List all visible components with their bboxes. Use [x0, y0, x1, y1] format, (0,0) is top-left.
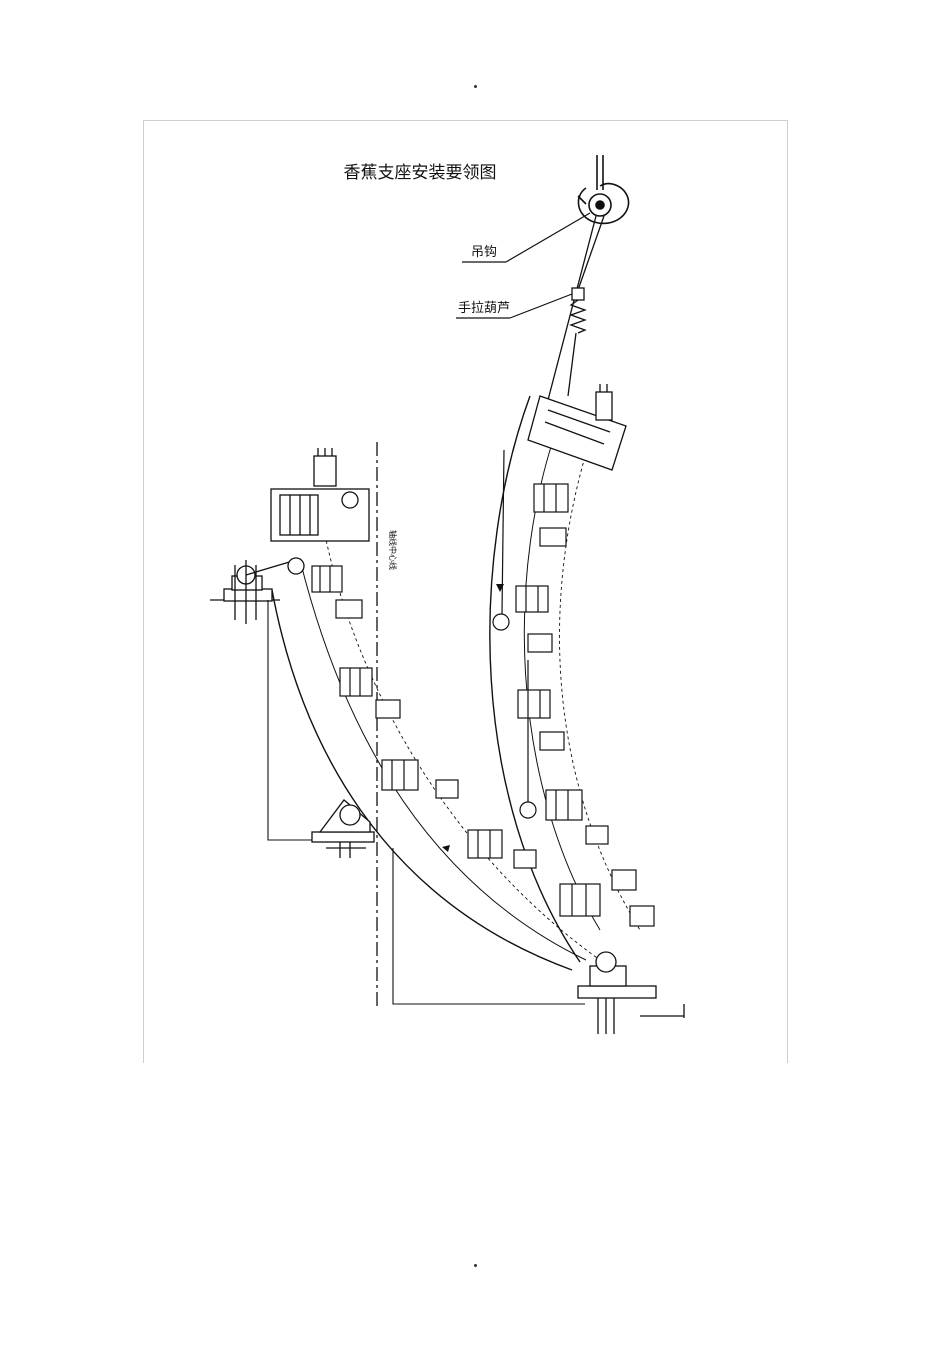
diagram-title: 香蕉支座安装要领图 — [344, 163, 497, 183]
chain-hoist-icon — [567, 287, 587, 397]
direction-arrow — [442, 584, 504, 852]
pivot-base-icon — [311, 799, 375, 858]
chain-hoist-label: 手拉葫芦 — [458, 301, 510, 316]
pivot-base-icon — [577, 951, 685, 1034]
centerline-label: 轴线中心线 — [388, 530, 398, 570]
drawing-frame — [143, 120, 788, 1063]
bracket-icon — [270, 448, 370, 542]
left-support-arc — [271, 534, 601, 971]
page-marker-dot — [474, 85, 477, 88]
plumb-bob-icon — [519, 660, 537, 819]
page-marker-dot — [474, 1264, 477, 1267]
pipe-support-icon — [515, 483, 655, 927]
pipe-support-icon — [311, 565, 537, 869]
hook-icon — [577, 155, 630, 225]
bracket-icon — [527, 384, 627, 471]
pivot-base-icon — [210, 557, 305, 624]
hook-label: 吊钩 — [471, 245, 497, 260]
